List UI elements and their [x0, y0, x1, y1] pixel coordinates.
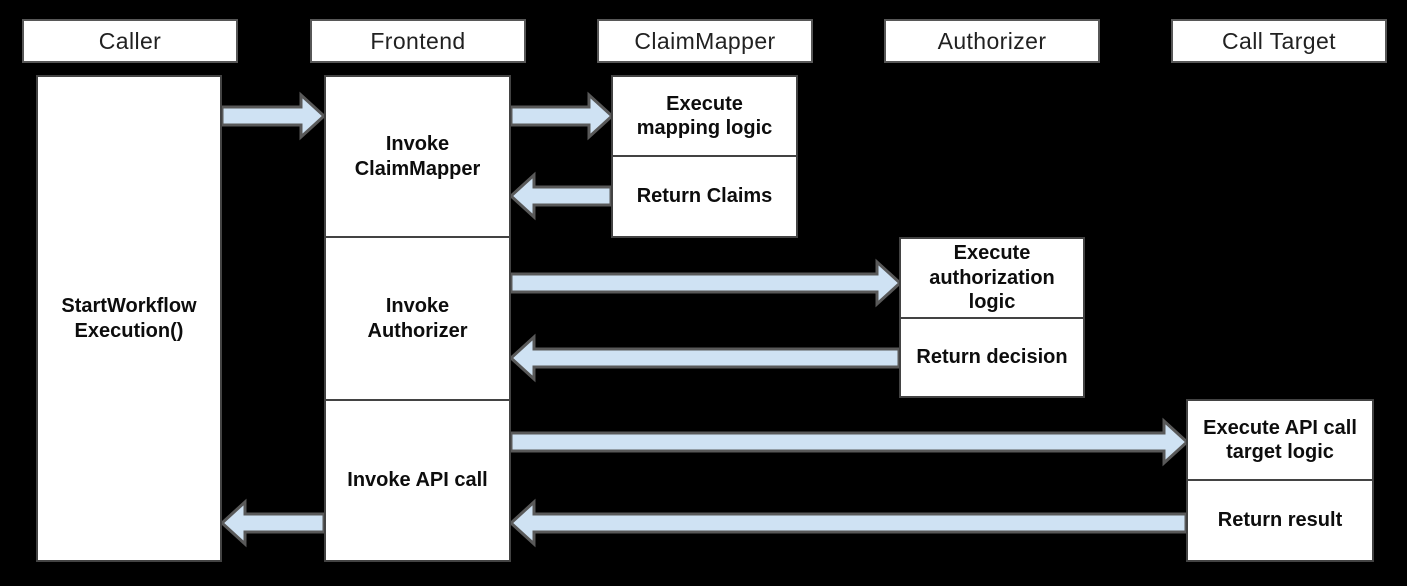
- frontend-step-invoke-authorizer: Invoke Authorizer: [326, 236, 509, 399]
- authorizer-step-execute-authorization-logic: Execute authorization logic: [929, 242, 1055, 314]
- calltarget-activation-box: Execute API call target logic Return res…: [1186, 399, 1374, 562]
- arrow-caller-to-frontend: [220, 91, 327, 141]
- frontend-step-invoke-claimmapper: Invoke ClaimMapper: [354, 133, 481, 180]
- caller-step-startworkflowexecution: StartWorkflow Execution(): [61, 295, 197, 342]
- calltarget-step-return-result: Return result: [1188, 479, 1372, 560]
- lane-header-calltarget: Call Target: [1171, 19, 1387, 63]
- frontend-activation-box: Invoke ClaimMapper Invoke Authorizer Inv…: [324, 75, 511, 562]
- claimmapper-activation-box: Execute mapping logic Return Claims: [611, 75, 798, 238]
- arrow-calltarget-return-to-frontend: [508, 498, 1188, 548]
- lane-header-frontend: Frontend: [310, 19, 526, 63]
- claimmapper-step-execute-mapping-logic: Execute mapping logic: [636, 92, 773, 139]
- arrow-frontend-to-authorizer: [509, 258, 903, 308]
- authorizer-step-return-decision: Return decision: [901, 317, 1083, 396]
- lane-header-claimmapper: ClaimMapper: [597, 19, 813, 63]
- caller-activation-box: StartWorkflow Execution(): [36, 75, 222, 562]
- lane-header-caller: Caller: [22, 19, 238, 63]
- arrow-frontend-return-to-caller: [219, 498, 326, 548]
- claimmapper-step-return-claims: Return Claims: [613, 155, 796, 236]
- calltarget-step-execute-api-call-target-logic: Execute API call target logic: [1203, 416, 1357, 463]
- lane-header-authorizer: Authorizer: [884, 19, 1100, 63]
- frontend-step-invoke-api-call: Invoke API call: [326, 399, 509, 560]
- arrow-claimmapper-return-to-frontend: [508, 171, 613, 221]
- arrow-frontend-to-claimmapper: [509, 91, 615, 141]
- arrow-authorizer-return-to-frontend: [508, 333, 901, 383]
- authorizer-activation-box: Execute authorization logic Return decis…: [899, 237, 1085, 398]
- arrow-frontend-to-calltarget: [509, 417, 1190, 467]
